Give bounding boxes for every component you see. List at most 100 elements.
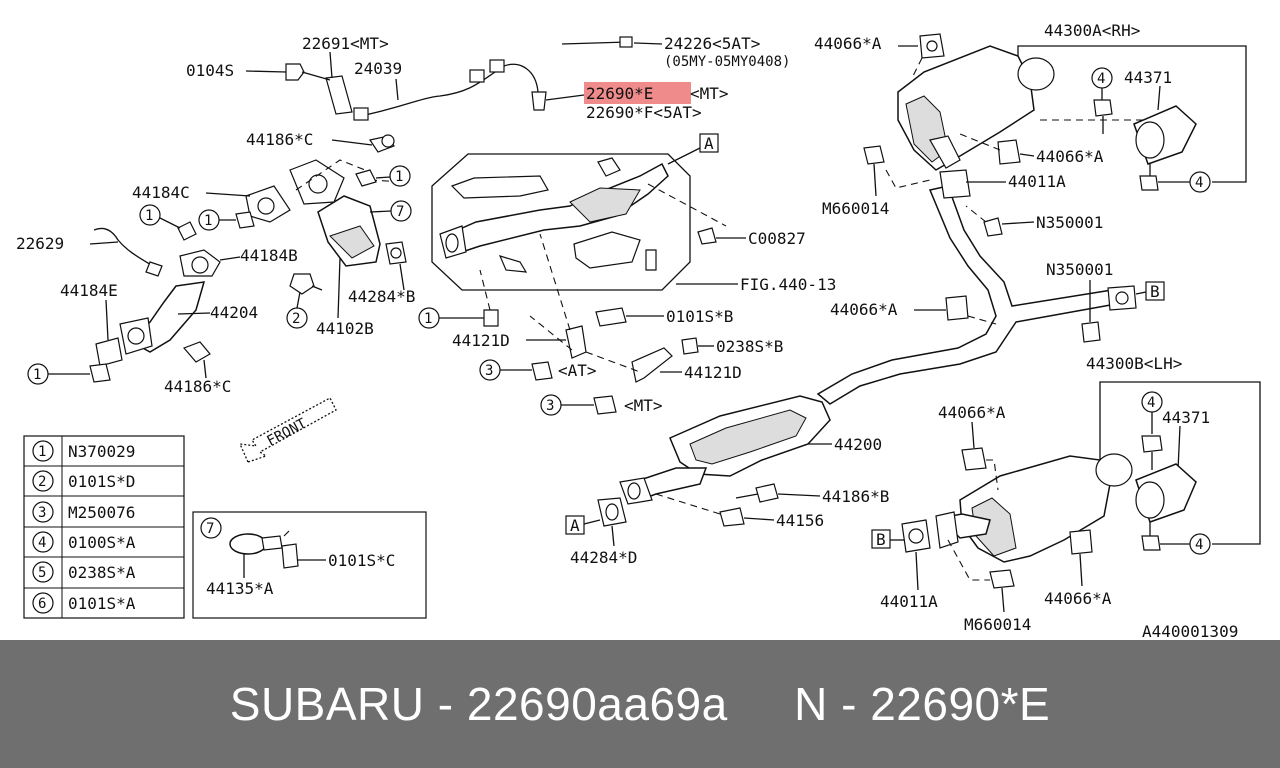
gasket-44184e [95, 337, 123, 367]
svg-text:N370029: N370029 [68, 442, 135, 461]
label-44011a-b: 44011A [880, 592, 938, 611]
label-44184e: 44184E [60, 281, 118, 300]
catalytic-pipe-assembly [442, 162, 669, 255]
svg-text:6: 6 [38, 596, 46, 612]
bolt-44156 [719, 507, 745, 527]
nut-n350001-b [1081, 321, 1101, 343]
label-44300a: 44300A<RH> [1044, 21, 1140, 40]
label-c00827: C00827 [748, 229, 806, 248]
label-22691: 22691<MT> [302, 34, 389, 53]
legend-row: 5 0238S*A [32, 561, 136, 583]
label-m660014-a: M660014 [822, 199, 889, 218]
label-n350001-a: N350001 [1036, 213, 1103, 232]
footer-part-number: SUBARU - 22690aa69a N - 22690*E [229, 678, 1051, 730]
label-44300b: 44300B<LH> [1086, 354, 1182, 373]
label-44135a: 44135*A [206, 579, 274, 598]
legend-row: 1 N370029 [32, 440, 135, 462]
nut-c00827 [697, 227, 717, 245]
svg-text:0101S*A: 0101S*A [68, 594, 136, 613]
svg-text:5: 5 [38, 565, 46, 581]
parts-diagram: 22691<MT> 0104S 24039 24226<5AT> (05MY-0… [16, 21, 1261, 640]
clamp-detail-box: 7 44135*A 0101S*C [192, 511, 427, 619]
legend-row: 4 0100S*A [32, 531, 136, 553]
clamp-44135a [229, 533, 267, 555]
ref-box-b-top [1145, 281, 1165, 301]
svg-text:1: 1 [424, 311, 432, 327]
label-m660014-b: M660014 [964, 615, 1031, 634]
label-44371-b: 44371 [1162, 408, 1210, 427]
label-44200: 44200 [834, 435, 882, 454]
nut-n350001-a [983, 217, 1003, 237]
connector-22690 [489, 59, 505, 73]
legend-row: 2 0101S*D [32, 470, 135, 492]
label-44284d: 44284*D [570, 548, 637, 567]
label-44066a-1: 44066*A [814, 34, 882, 53]
nut-left-a [177, 221, 197, 241]
svg-text:3: 3 [38, 505, 46, 521]
label-44186b: 44186*B [822, 487, 889, 506]
label-44204: 44204 [210, 303, 258, 322]
label-44011a-a: 44011A [1008, 172, 1066, 191]
svg-text:3: 3 [485, 363, 493, 379]
svg-text:7: 7 [206, 521, 214, 537]
nut-n370029-lower [89, 363, 111, 383]
svg-text:4: 4 [38, 535, 46, 551]
label-0238sb: 0238S*B [716, 337, 783, 356]
center-pipe [816, 185, 1117, 405]
svg-text:A: A [570, 516, 580, 535]
label-44156: 44156 [776, 511, 824, 530]
hanger-44066a-3 [945, 295, 969, 321]
bracket-44121d-a [565, 325, 587, 359]
svg-text:3: 3 [546, 398, 554, 414]
nut-n370029-center [483, 309, 499, 327]
sensor-wire-22690 [503, 63, 539, 93]
bolt-m660014-bottom [989, 569, 1015, 589]
heat-shield-lower [573, 231, 641, 269]
front-arrow-icon: FRONT [238, 397, 337, 463]
subassembly-box [431, 153, 691, 291]
label-fig-440-13: FIG.440-13 [740, 275, 836, 294]
bolt-0101sd [289, 273, 315, 295]
svg-text:1: 1 [33, 367, 41, 383]
label-44284b: 44284*B [348, 287, 415, 306]
heat-shield-upper [450, 175, 549, 199]
svg-text:4: 4 [1195, 537, 1203, 553]
label-44066a-2: 44066*A [1036, 147, 1104, 166]
nut-0238sb [681, 337, 699, 355]
hanger-44066a-5 [1069, 529, 1093, 555]
front-label: FRONT [264, 415, 309, 449]
label-44186c-top: 44186*C [246, 130, 313, 149]
bracket-44300b [1099, 381, 1261, 545]
label-24039: 24039 [354, 59, 402, 78]
label-44184b: 44184B [240, 246, 298, 265]
label-44371-a: 44371 [1124, 68, 1172, 87]
hanger-44066a-2 [997, 139, 1021, 165]
bolt-44186c-bottom [182, 341, 211, 363]
svg-text:4: 4 [1097, 71, 1105, 87]
nut-left-b [235, 211, 255, 229]
svg-text:0238S*A: 0238S*A [68, 563, 136, 582]
diagram-ref-code: A440001309 [1142, 622, 1238, 640]
svg-text:1: 1 [395, 169, 403, 185]
svg-text:0101S*D: 0101S*D [68, 472, 135, 491]
connector-24039-b [469, 69, 485, 83]
bolt-m250076-at [531, 361, 553, 381]
bolt-0104s [285, 63, 305, 81]
label-22690e-suffix: <MT> [690, 84, 729, 103]
svg-text:2: 2 [292, 311, 300, 327]
bolt-m250076-mt [593, 395, 617, 415]
legend-row: 3 M250076 [32, 501, 135, 523]
connector-24039 [353, 107, 369, 121]
svg-text:7: 7 [396, 204, 404, 220]
svg-text:2: 2 [38, 474, 46, 490]
footer-banner: SUBARU - 22690aa69a N - 22690*E [0, 640, 1280, 768]
bracket-22691 [325, 75, 353, 115]
bracket-44121d-b [631, 347, 673, 383]
svg-text:1: 1 [204, 213, 212, 229]
label-44066a-3: 44066*A [830, 300, 898, 319]
label-44121d-a: 44121D [452, 331, 510, 350]
hanger-44066a-4 [961, 447, 987, 471]
svg-text:1: 1 [38, 444, 46, 460]
exhaust-system-diagram: 22691<MT> 0104S 24039 24226<5AT> (05MY-0… [16, 21, 1261, 640]
label-24226: 24226<5AT> [664, 34, 760, 53]
